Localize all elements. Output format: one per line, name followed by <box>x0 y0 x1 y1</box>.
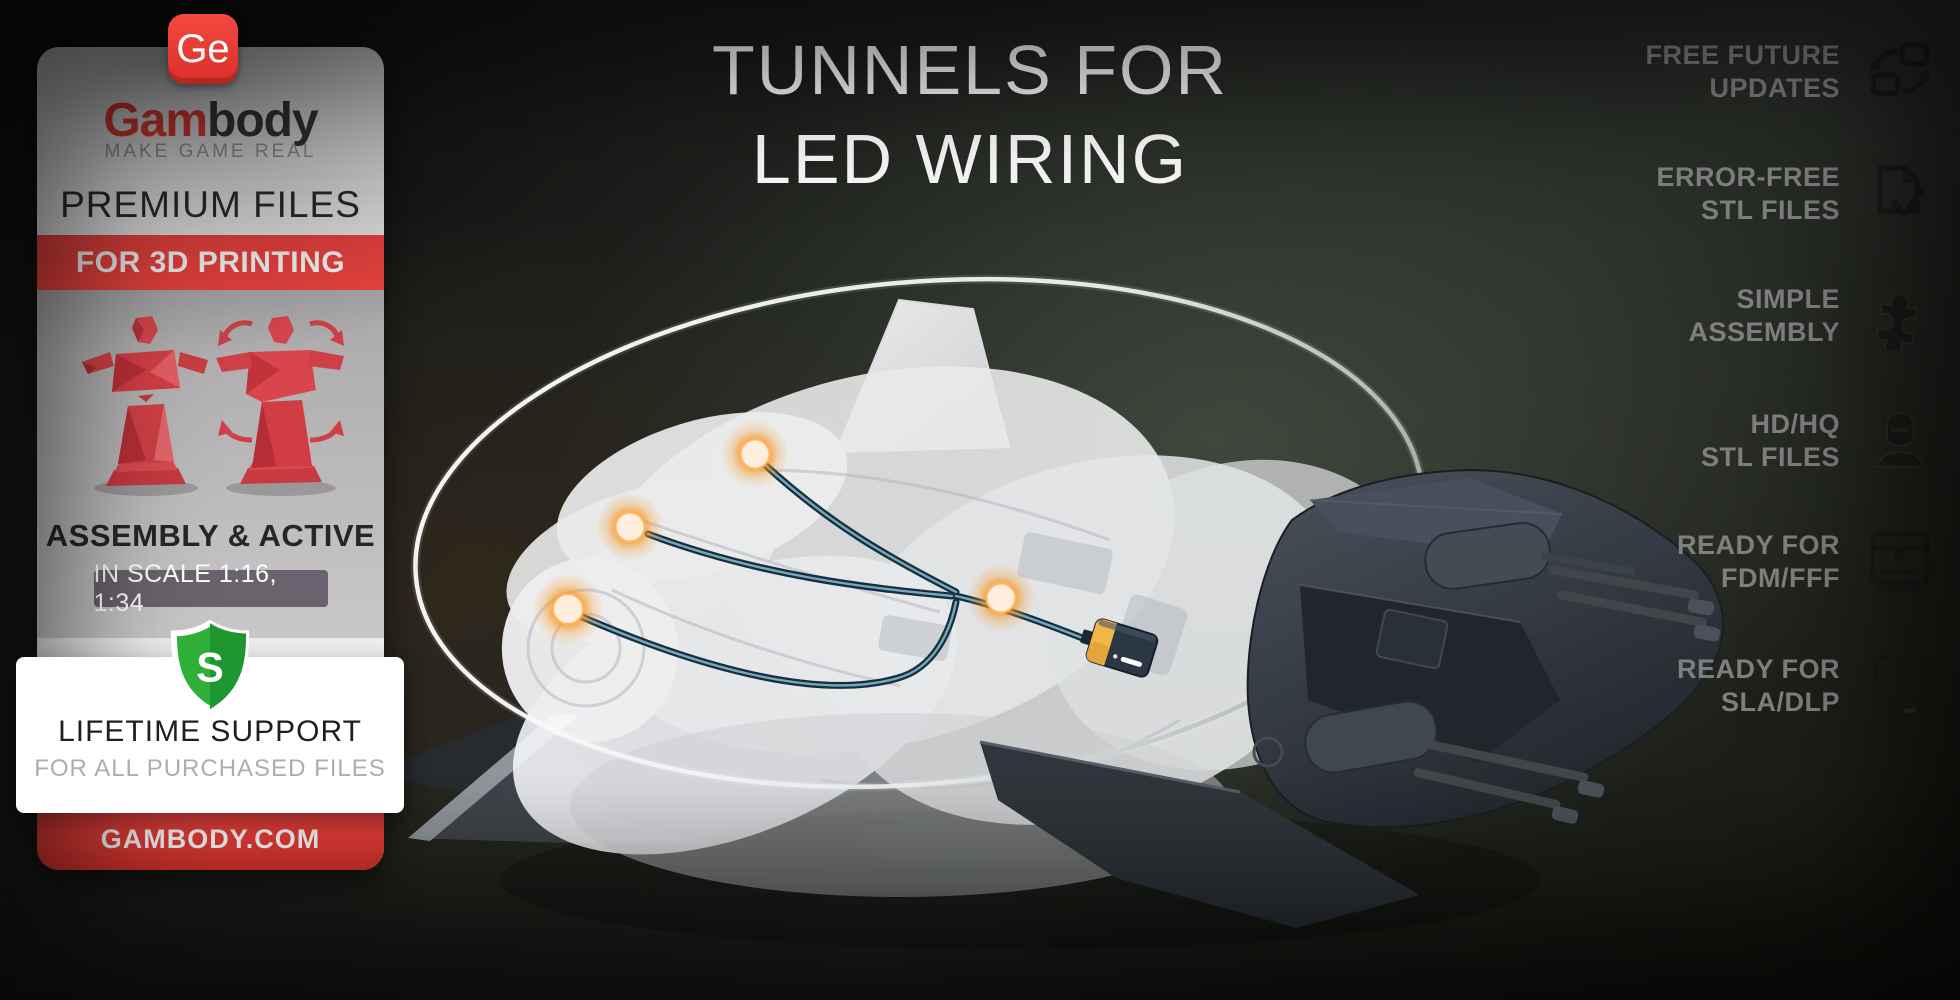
scale-badge-text: IN SCALE 1:16, 1:34 <box>93 559 277 617</box>
document-check-icon <box>1866 160 1934 228</box>
gambody-app-logo-text: Ge <box>176 26 230 71</box>
feature-hd-hq-stl: HD/HQ STL FILES <box>1600 407 1934 475</box>
feature-4-line2: STL FILES <box>1700 442 1840 472</box>
for-3d-printing-text: FOR 3D PRINTING <box>75 245 346 279</box>
support-shield-icon: S <box>170 619 250 713</box>
sla-printer-icon <box>1866 652 1934 720</box>
lifetime-support-title: LIFETIME SUPPORT <box>58 715 362 748</box>
headline-line1: TUNNELS FOR <box>712 31 1228 109</box>
wordmark-body: body <box>207 94 319 147</box>
for-3d-printing-banner: FOR 3D PRINTING <box>37 235 384 290</box>
assembly-figures-illustration <box>81 316 344 496</box>
feature-ready-sla: READY FOR SLA/DLP <box>1600 652 1934 720</box>
feature-2-line2: STL FILES <box>1700 195 1840 225</box>
led-4 <box>967 564 1035 632</box>
led-1 <box>721 420 789 488</box>
scale-badge: IN SCALE 1:16, 1:34 <box>93 560 328 617</box>
gambody-wordmark: Gambody <box>37 93 384 148</box>
feature-2-line1: ERROR-FREE <box>1656 162 1840 192</box>
feature-simple-assembly: SIMPLE ASSEMBLY <box>1600 282 1934 350</box>
puzzle-icon <box>1866 282 1934 350</box>
updates-sync-icon <box>1866 38 1934 106</box>
assembly-active-label: ASSEMBLY & ACTIVE <box>45 518 376 553</box>
feature-3-line1: SIMPLE <box>1736 284 1840 314</box>
feature-6-line1: READY FOR <box>1676 654 1840 684</box>
led-3 <box>532 573 604 645</box>
brand-tagline: MAKE GAME REAL <box>104 141 317 162</box>
feature-1-line1: FREE FUTURE <box>1645 40 1840 70</box>
lifetime-support-card: S LIFETIME SUPPORT FOR ALL PURCHASED FIL… <box>16 619 404 813</box>
fdm-printer-icon <box>1866 528 1934 596</box>
headline-line2: LED WIRING <box>751 120 1189 198</box>
headline-title: TUNNELS FOR LED WIRING <box>520 26 1420 204</box>
gambody-com-text: GAMBODY.COM <box>100 823 321 854</box>
feature-free-future-updates: FREE FUTURE UPDATES <box>1600 38 1934 106</box>
exploded-figure <box>81 316 208 486</box>
lifetime-support-subtitle: FOR ALL PURCHASED FILES <box>34 755 386 782</box>
feature-6-line2: SLA/DLP <box>1720 687 1840 717</box>
premium-files-label: PREMIUM FILES <box>60 184 361 225</box>
led-2 <box>596 493 664 561</box>
figures-section: ASSEMBLY & ACTIVE IN SCALE 1:16, 1:34 <box>37 290 384 638</box>
feature-1-line2: UPDATES <box>1709 73 1840 103</box>
feature-4-line1: HD/HQ <box>1750 409 1840 439</box>
feature-ready-fdm: READY FOR FDM/FFF <box>1600 528 1934 596</box>
feature-3-line2: ASSEMBLY <box>1688 317 1840 347</box>
feature-5-line2: FDM/FFF <box>1721 563 1840 593</box>
feature-error-free-stl: ERROR-FREE STL FILES <box>1600 160 1934 228</box>
shield-letter: S <box>196 645 224 691</box>
gambody-com-link[interactable]: GAMBODY.COM <box>37 808 384 870</box>
active-figure <box>215 316 344 484</box>
wordmark-gam: Gam <box>103 94 208 147</box>
gambody-app-logo: Ge <box>168 14 238 84</box>
figure-bust-icon <box>1866 407 1934 475</box>
feature-5-line1: READY FOR <box>1676 530 1840 560</box>
